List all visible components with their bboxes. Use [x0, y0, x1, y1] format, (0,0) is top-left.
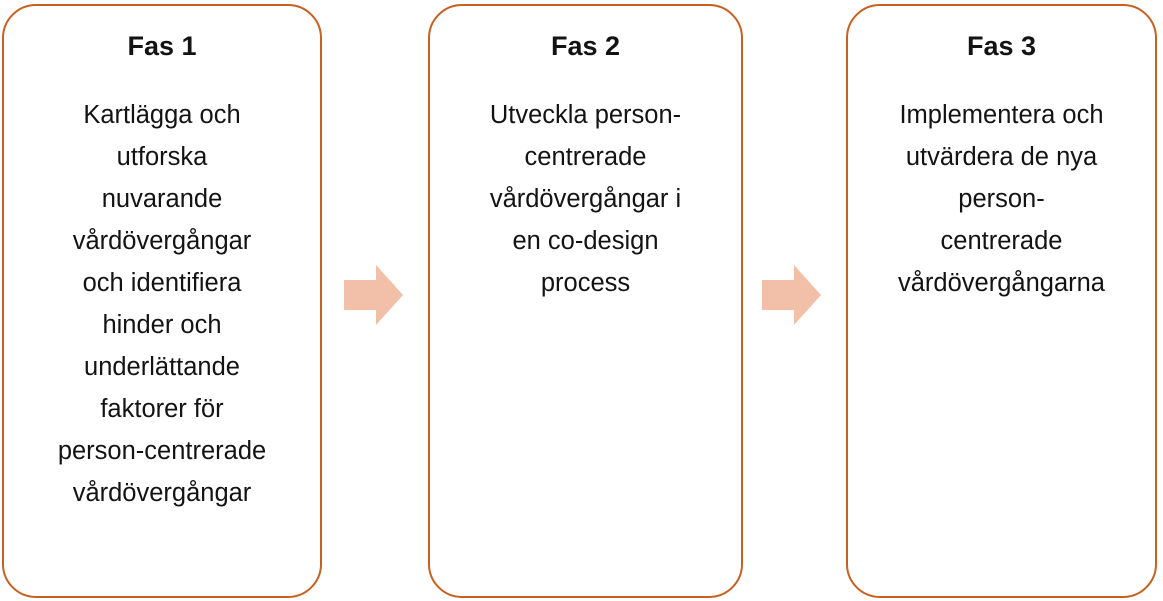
phase-box-fas-2: Fas 2 Utveckla person- centrerade vårdöv… — [428, 4, 743, 598]
phase-title-fas-3: Fas 3 — [966, 31, 1037, 61]
phase-body-fas-1: Kartlägga och utforska nuvarande vårdöve… — [57, 101, 267, 507]
phase-title-fas-2: Fas 2 — [550, 31, 621, 61]
phase-body-fas-3: Implementera och utvärdera de nya person… — [898, 101, 1105, 297]
phase-body-fas-2: Utveckla person- centrerade vårdövergång… — [489, 101, 682, 297]
right-arrow-icon-1-to-2 — [344, 264, 404, 326]
right-arrow-icon-2-to-3 — [762, 264, 822, 326]
right-arrow-shape — [762, 265, 821, 325]
phase-title-fas-1: Fas 1 — [127, 31, 197, 61]
right-arrow-shape — [344, 265, 403, 325]
phase-box-fas-1: Fas 1 Kartlägga och utforska nuvarande v… — [2, 4, 322, 598]
phase-box-fas-3: Fas 3 Implementera och utvärdera de nya … — [846, 4, 1157, 598]
